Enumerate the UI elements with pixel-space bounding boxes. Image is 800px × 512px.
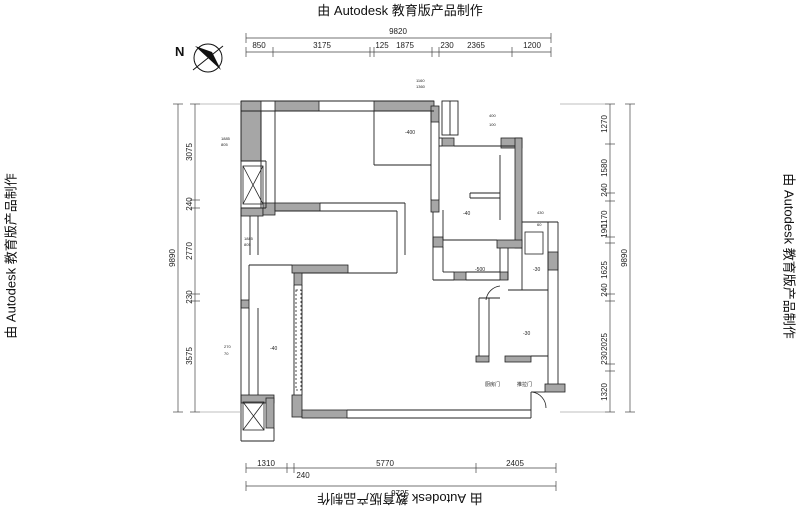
dim-bottom-small: 240 bbox=[296, 471, 310, 480]
watermark-top: 由 Autodesk 教育版产品制作 bbox=[317, 3, 483, 18]
dim-right-segment: 1170 bbox=[600, 210, 609, 228]
dim-top-segment: 2365 bbox=[467, 41, 485, 50]
dim-top-segment: 125 bbox=[375, 41, 389, 50]
room-elevation-label: -40 bbox=[463, 211, 470, 217]
dim-bottom-total: 9725 bbox=[391, 489, 409, 498]
north-compass-icon: N bbox=[175, 43, 224, 73]
compass-north-label: N bbox=[175, 44, 184, 59]
drawing-note: 805 bbox=[221, 142, 228, 147]
drawing-note: 430 bbox=[537, 210, 544, 215]
drawing-note: 1360 bbox=[416, 84, 426, 89]
dim-top-segment: 1875 bbox=[396, 41, 414, 50]
drawing-note: 1885 bbox=[221, 136, 231, 141]
fixtures bbox=[242, 165, 547, 431]
dim-top-segment: 230 bbox=[440, 41, 454, 50]
dim-right-segment: 1625 bbox=[600, 261, 609, 279]
dim-left-segment: 240 bbox=[185, 197, 194, 211]
room-elevation-label: -500 bbox=[475, 267, 485, 273]
dim-right-segment: 2025 bbox=[600, 333, 609, 351]
drawing-note: 1885 bbox=[244, 236, 254, 241]
dim-bottom-segment: 2405 bbox=[506, 459, 524, 468]
room-elevation-label: -40 bbox=[270, 346, 277, 352]
drawing-note: 270 bbox=[224, 344, 231, 349]
dim-left-segment: 3575 bbox=[185, 347, 194, 365]
dimension-lines bbox=[173, 33, 635, 491]
drawing-note: 60 bbox=[537, 222, 542, 227]
dim-top-segment: 3175 bbox=[313, 41, 331, 50]
dim-left-segment: 2770 bbox=[185, 242, 194, 260]
dim-bottom-segment: 1310 bbox=[257, 459, 275, 468]
dim-left-total: 9890 bbox=[168, 249, 177, 267]
drawing-note: 100 bbox=[489, 122, 496, 127]
room-elevation-label: -400 bbox=[405, 130, 415, 136]
room-labels: -400-40-500-30-30-4011601360400100188580… bbox=[221, 78, 544, 388]
dim-top-segment: 850 bbox=[252, 41, 266, 50]
drawing-note: 70 bbox=[224, 351, 229, 356]
dim-top-segment: 1200 bbox=[523, 41, 541, 50]
dim-top-total: 9820 bbox=[389, 27, 407, 36]
walls bbox=[240, 100, 566, 429]
dim-right-segment: 1320 bbox=[600, 383, 609, 401]
dim-right-segment: 240 bbox=[600, 183, 609, 197]
door-label-kitchen: 厨房门 bbox=[485, 381, 500, 388]
drawing-note: 1160 bbox=[416, 78, 425, 83]
dim-bottom-segment: 5770 bbox=[376, 459, 394, 468]
door-label-sliding: 推拉门 bbox=[517, 381, 532, 388]
dim-left-segment: 3075 bbox=[185, 143, 194, 161]
dim-right-total: 9890 bbox=[620, 249, 629, 267]
dim-right-segment: 240 bbox=[600, 283, 609, 297]
wall-lines bbox=[240, 100, 559, 442]
drawing-note: 805 bbox=[244, 242, 251, 247]
dim-right-segment: 1580 bbox=[600, 159, 609, 177]
dim-left-segment: 230 bbox=[185, 290, 194, 304]
drawing-note: 400 bbox=[489, 113, 496, 118]
room-elevation-label: -30 bbox=[533, 267, 540, 273]
dimension-text: 9820 850 3175 125 1875 230 2365 1200 1310 5770 240… bbox=[168, 27, 629, 498]
dim-right-segment: 230 bbox=[600, 351, 609, 365]
room-elevation-label: -30 bbox=[523, 331, 530, 337]
dim-right-segment: 190 bbox=[600, 224, 609, 238]
dim-right-segment: 1270 bbox=[600, 115, 609, 133]
